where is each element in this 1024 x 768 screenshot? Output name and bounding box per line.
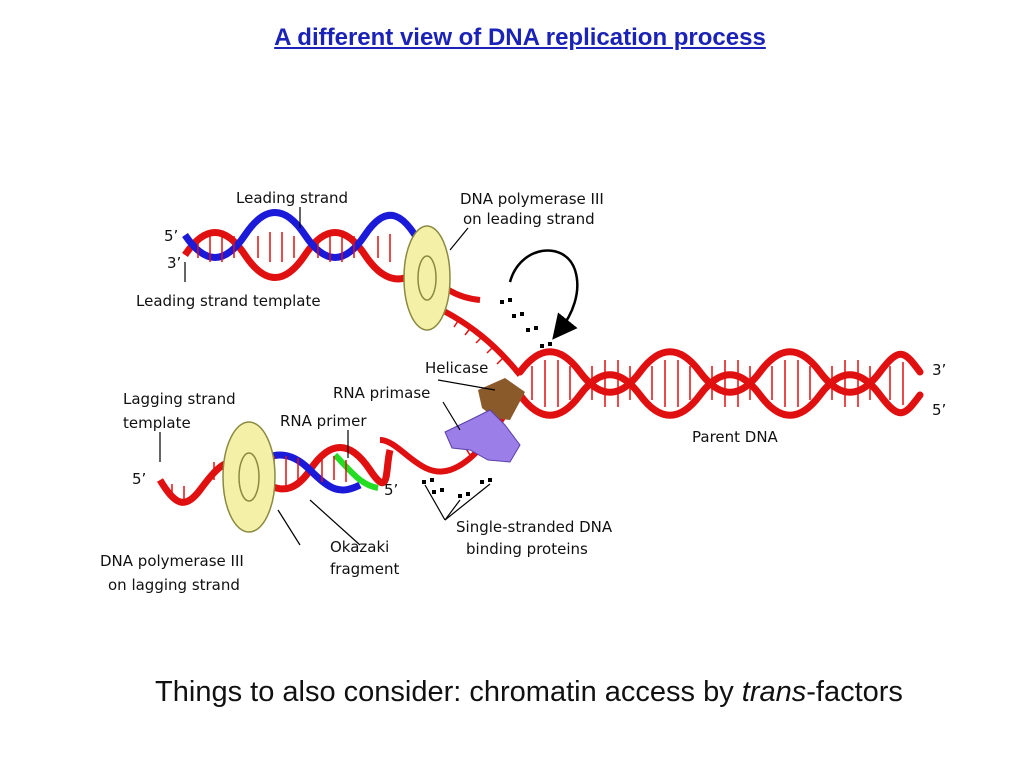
leading-strand-helix <box>182 209 481 303</box>
leader-lines <box>159 207 496 546</box>
label-leading-template: Leading strand template <box>136 292 321 310</box>
loop-arrow <box>508 249 579 340</box>
label-pol3-leading-1: DNA polymerase III <box>460 190 604 208</box>
footer-italic: trans <box>741 676 807 708</box>
label-lagging-template-2: template <box>123 414 191 432</box>
label-parent-dna: Parent DNA <box>692 428 779 446</box>
footer-suffix: -factors <box>806 676 903 708</box>
label-pol3-lagging-2: on lagging strand <box>108 576 240 594</box>
label-ssb-1: Single-stranded DNA <box>456 518 613 536</box>
label-end-5-primer: 5’ <box>384 481 398 499</box>
label-end-5-lagging: 5’ <box>132 470 146 488</box>
primase-shape <box>444 409 521 463</box>
label-lagging-template-1: Lagging strand <box>123 390 236 408</box>
label-rna-primase: RNA primase <box>333 384 430 402</box>
label-rna-primer: RNA primer <box>280 412 367 430</box>
label-end-3-right: 3’ <box>932 361 946 379</box>
pol3-leading-clamp <box>403 225 451 331</box>
label-okazaki-1: Okazaki <box>330 538 389 556</box>
label-helicase: Helicase <box>425 359 488 377</box>
label-end-5-right: 5’ <box>932 401 946 419</box>
label-pol3-lagging-1: DNA polymerase III <box>100 552 244 570</box>
footer-prefix: Things to also consider: chromatin acces… <box>155 676 742 708</box>
parent-dna-helix <box>516 348 924 419</box>
label-pol3-leading-2: on leading strand <box>463 210 595 228</box>
ssb-proteins <box>422 298 552 498</box>
label-leading-strand: Leading strand <box>236 189 348 207</box>
label-end-5-top: 5’ <box>164 227 178 245</box>
label-end-3-top: 3’ <box>167 254 181 272</box>
footer-note: Things to also consider: chromatin acces… <box>0 676 1024 709</box>
label-ssb-2: binding proteins <box>466 540 588 558</box>
label-okazaki-2: fragment <box>330 560 400 578</box>
pol3-lagging-clamp <box>222 421 276 533</box>
slide-title: A different view of DNA replication proc… <box>274 24 766 51</box>
